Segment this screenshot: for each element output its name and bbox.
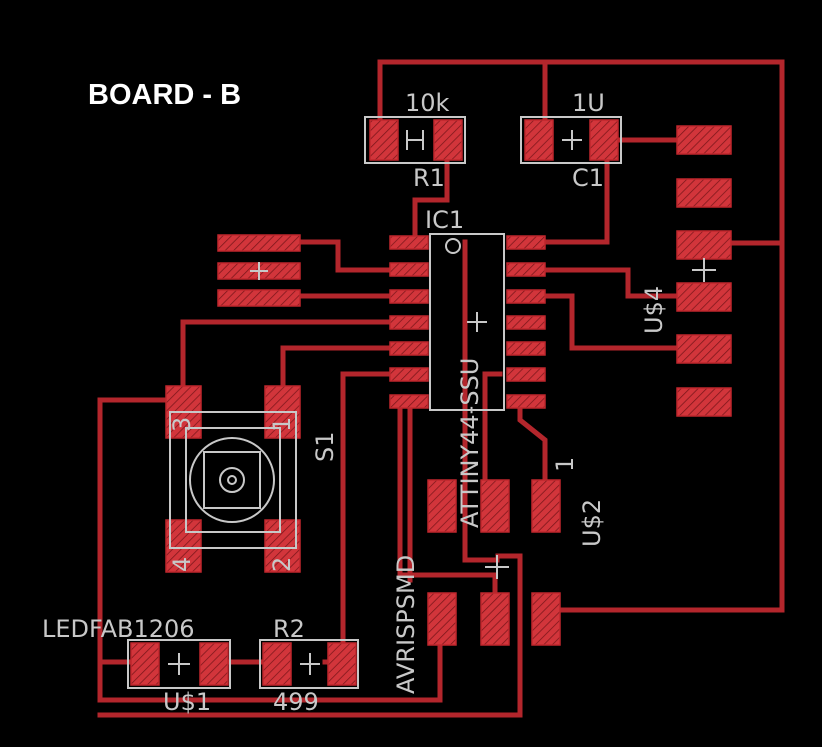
header-name: U$4: [640, 286, 668, 334]
s1-name: S1: [311, 431, 339, 462]
r2-value: 499: [273, 688, 319, 716]
led-name: U$1: [163, 688, 211, 716]
r2-name: R2: [273, 615, 305, 643]
ic1-name: IC1: [425, 206, 464, 234]
board-title: BOARD - B: [88, 79, 241, 111]
c1-name: C1: [572, 164, 604, 192]
s1-pin-4: 4: [168, 557, 196, 572]
isp-header-value: AVRISPSMD: [392, 555, 420, 694]
silkscreen: [127, 116, 716, 689]
s1-pin-1: 1: [268, 417, 296, 432]
isp-header-name: U$2: [578, 499, 606, 547]
led-value: LEDFAB1206: [42, 615, 195, 643]
isp-pin1-label: 1: [551, 457, 579, 472]
s1-pin-3: 3: [168, 417, 196, 432]
s1-pin-2: 2: [268, 557, 296, 572]
r1-name: R1: [413, 164, 445, 192]
ic1-value: ATTINY44-SSU: [456, 358, 484, 528]
r1-value: 10k: [405, 89, 450, 117]
c1-value: 1U: [572, 89, 605, 117]
